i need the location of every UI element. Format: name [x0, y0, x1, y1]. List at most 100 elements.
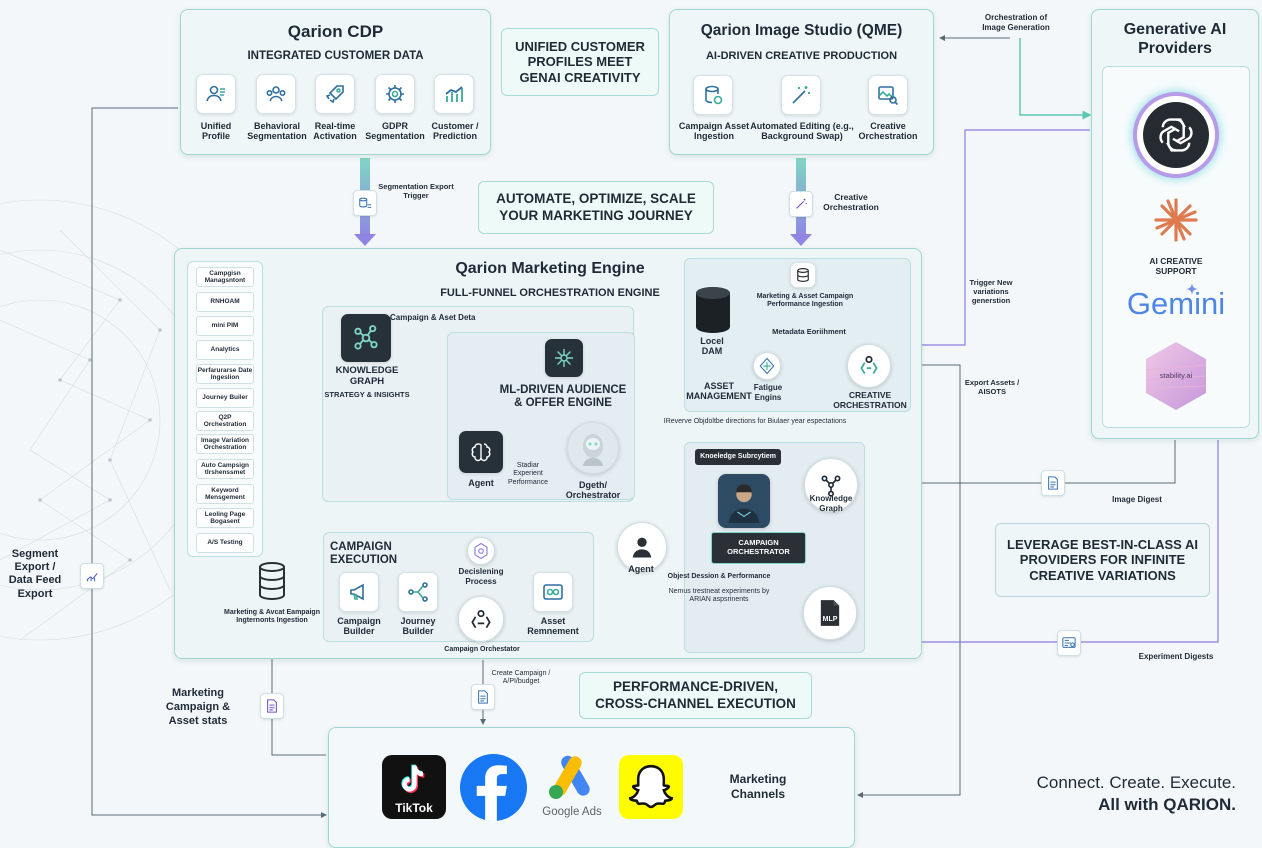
engine-subtitle: FULL-FUNNEL ORCHESTRATION ENGINE	[440, 287, 660, 299]
knowledge-subsystem-badge: Knoeledge Subrcytiem	[695, 449, 781, 465]
tiktok-logo[interactable]: TikTok	[382, 755, 446, 819]
sidebar-item-11[interactable]: A/S Testing	[196, 533, 254, 553]
sidebar-item-5[interactable]: Journey Builer	[196, 388, 254, 408]
image-digest-label: Image Digest	[1112, 495, 1162, 504]
image-digest-doc-icon	[1041, 470, 1065, 496]
gemini-logo: Gemini	[1126, 286, 1226, 321]
marketing-stats-doc-icon	[260, 693, 284, 719]
user-group-icon[interactable]	[256, 74, 296, 114]
fatigue-engine-label: Fatigue Engins	[753, 383, 783, 402]
local-dam-label: Locel DAM	[700, 336, 724, 357]
cdp-subtitle: INTEGRATED CUSTOMER DATA	[247, 50, 424, 62]
mlp-file-icon[interactable]	[803, 586, 857, 640]
campaign-orchestator-icon[interactable]	[458, 596, 504, 642]
qme-item-creative-orchestration: Creative Orchestration	[858, 121, 918, 142]
segmentation-export-label: Segmentation Export Trigger	[378, 182, 454, 200]
sidebar-item-0[interactable]: Campgisn Managsntont	[196, 267, 254, 287]
marketing-stats-label: Marketing Campaign & Asset stats	[165, 687, 231, 727]
callout-leverage: LEVERAGE BEST-IN-CLASS AI PROVIDERS FOR …	[995, 523, 1210, 597]
asset-remnement-icon[interactable]	[533, 572, 573, 612]
cdp-item-gdpr: GDPR Segmentation	[365, 121, 425, 142]
sidebar-item-7[interactable]: Image Variation Orchestration	[196, 434, 254, 454]
decisioning-label: Decislening Process	[458, 567, 504, 586]
sidebar-item-4[interactable]: Perfarurarse Date Ingeslion	[196, 364, 254, 384]
stability-logo-icon	[1145, 342, 1207, 410]
mlp-label: MLP	[822, 616, 838, 623]
bar-chart-icon[interactable]	[434, 74, 474, 114]
marketing-channels-label: Marketing Channels	[729, 772, 787, 801]
google-ads-logo-icon[interactable]	[545, 752, 599, 802]
robot-orchestrator-avatar	[567, 422, 619, 474]
strategy-insights-label: STRATEGY & INSIGHTS	[324, 390, 410, 399]
experiment-digests-label: Experiment Digests	[1138, 652, 1214, 661]
knowledge-graph-small-icon[interactable]	[804, 458, 858, 512]
campaign-execution-label: CAMPAIGN EXECUTION	[330, 541, 398, 567]
sidebar-item-1[interactable]: RNHOAM	[196, 292, 254, 312]
qme-item-asset-ingestion: Campaign Asset Ingestion	[678, 121, 750, 142]
campaign-orchestrator-badge[interactable]: CAMPAIGN ORCHESTRATOR	[711, 532, 806, 564]
tagline-line1: Connect. Create. Execute.	[1036, 773, 1236, 792]
creative-orchestration-connector-label: Creative Orchestration	[823, 192, 879, 213]
campaign-builder-icon[interactable]	[339, 572, 379, 612]
depth-orchestrator-label: Dgeth/ Orchestrator	[565, 480, 621, 501]
unified-profile-icon[interactable]	[196, 74, 236, 114]
qme-subtitle: AI-DRIVEN CREATIVE PRODUCTION	[705, 50, 898, 62]
nemus-label: Nemus trestneat experiments by ARIAN asp…	[668, 588, 770, 604]
export-assets-label: Export Assets / AISOTS	[964, 378, 1020, 396]
journey-builder-icon[interactable]	[398, 572, 438, 612]
ai-creative-support-label: AI CREATIVE SUPPORT	[1149, 256, 1203, 277]
decisioning-icon[interactable]	[467, 537, 495, 565]
creative-orchestration-label: CREATIVE ORCHESTRATION	[833, 390, 907, 410]
sidebar-item-3[interactable]: Analytics	[196, 340, 254, 360]
mkt-perf-ingestion-label: Marketing & Asset Campaign Performance I…	[756, 293, 854, 309]
sidebar-item-6[interactable]: Q2P Orchestration	[196, 411, 254, 431]
openai-logo-icon	[1133, 92, 1219, 178]
agent-label: Agent	[468, 478, 494, 488]
database-icon[interactable]	[693, 75, 733, 115]
creative-wand-doc-icon	[789, 191, 813, 217]
tiktok-label: TikTok	[395, 801, 433, 815]
magic-wand-icon[interactable]	[781, 75, 821, 115]
metadata-enrichment-label: Metadata Eoriihment	[772, 327, 846, 336]
facebook-logo-icon[interactable]	[460, 754, 527, 821]
gemini-sparkle-icon	[1186, 283, 1198, 295]
sidebar-item-2[interactable]: mini PIM	[196, 316, 254, 336]
campaign-builder-label: Campaign Builder	[337, 616, 381, 637]
callout-automate: AUTOMATE, OPTIMIZE, SCALE YOUR MARKETING…	[478, 181, 714, 234]
create-campaign-doc-icon	[471, 684, 495, 710]
snapchat-logo-icon[interactable]	[619, 755, 683, 819]
spark-logo-icon	[1154, 198, 1198, 242]
journey-builder-label: Journey Builder	[400, 616, 436, 637]
marketing-ingestion-db-icon	[259, 562, 285, 601]
tagline-line2: All with QARION.	[1098, 795, 1236, 814]
agent-brain-icon[interactable]	[459, 431, 503, 473]
providers-title: Generative AI Providers	[1123, 21, 1227, 58]
experiment-digest-doc-icon	[1057, 630, 1081, 656]
google-ads-label: Google Ads	[542, 806, 602, 818]
knowledge-graph-small-label: Knowledge Graph	[809, 494, 853, 513]
creative-orchestration-icon[interactable]	[847, 344, 891, 388]
ml-engine-icon[interactable]	[545, 339, 583, 377]
sidebar-item-10[interactable]: Leoling Page Bogasent	[196, 508, 254, 528]
gear-shield-icon[interactable]	[375, 74, 415, 114]
cdp-item-unified-profile: Unified Profile	[200, 121, 232, 142]
trigger-new-label: Trigger New variations generstion	[969, 278, 1013, 305]
cdp-title: Qarion CDP	[287, 22, 384, 41]
image-search-icon[interactable]	[868, 75, 908, 115]
orchestration-image-gen-label: Orchestration of Image Generation	[982, 13, 1050, 32]
rocket-icon[interactable]	[315, 74, 355, 114]
fatigue-engine-icon[interactable]	[753, 352, 781, 380]
marketing-ingestion-label: Marketing & Avcat Eampaign Ingternonts I…	[224, 609, 320, 625]
campaign-asset-data-label: Campaign & Aset Deta	[390, 313, 476, 322]
agent-center-icon[interactable]	[617, 522, 667, 572]
performance-db-icon	[790, 262, 816, 288]
cdp-item-realtime: Real-time Activation	[313, 121, 357, 142]
knowledge-graph-icon[interactable]	[341, 314, 391, 362]
sidebar-item-9[interactable]: Keyword Mensgement	[196, 484, 254, 504]
segment-export-chart-icon	[80, 563, 104, 589]
segmentation-doc-icon	[353, 190, 377, 216]
reverse-objective-label: IReverve Objdoltbe directions for Biulae…	[663, 418, 847, 425]
agent-center-label: Agent	[628, 564, 654, 574]
callout-performance: PERFORMANCE-DRIVEN, CROSS-CHANNEL EXECUT…	[579, 672, 812, 719]
sidebar-item-8[interactable]: Auto Campsign tlrshenssmet	[196, 459, 254, 479]
